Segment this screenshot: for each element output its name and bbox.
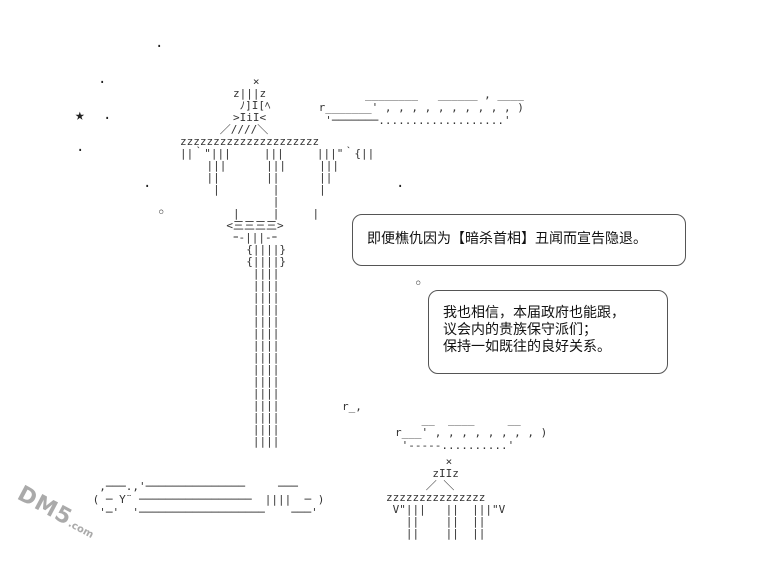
- dot: ·: [76, 143, 85, 159]
- speech-line: 即便樵仇因为【暗杀首相】丑闻而宣告隐退。: [367, 231, 647, 247]
- dot: ·: [155, 39, 164, 55]
- dot: ◦: [157, 205, 166, 221]
- small-speech-bubble: ,───.,'─────────────── ─── ( ─ Y¨ ──────…: [92, 480, 325, 519]
- speech-line: 我也相信，本届政府也能跟，: [443, 305, 625, 321]
- dot: ·: [143, 179, 152, 195]
- speech-bubble-2: 我也相信，本届政府也能跟， 议会内的贵族保守派们； 保持一如既往的良好关系。: [428, 290, 668, 374]
- small-speech-bubble: r_, __ ____ __ r___' ‚ ‚ ‚ ‚ ‚ ‚ ‚ ‚ ) '…: [342, 400, 548, 452]
- speech-bubble-1: 即便樵仇因为【暗杀首相】丑闻而宣告隐退。: [352, 214, 686, 266]
- speech-line: 议会内的贵族保守派们；: [443, 322, 597, 338]
- dot: ◦: [414, 276, 423, 292]
- small-speech-bubble: ________ ______ ‚ ____ r_______' ‚ ‚ ‚ ‚…: [318, 88, 524, 127]
- speech-line: 保持一如既往的良好关系。: [443, 339, 611, 355]
- ascii-figure-small: × zIIz ／ ＼ zzzzzzzzzzzzzzz V"||| || |||"…: [386, 455, 506, 540]
- ascii-figure-tall: × z|||z ﾉ]I[ﾍ >IiI< ／////＼ zzzzzzzzzzzzz…: [180, 75, 375, 448]
- dot: ·: [396, 179, 405, 195]
- dot: ·: [98, 75, 107, 91]
- watermark-suffix: .com: [66, 518, 96, 541]
- star-icon: ★: [75, 105, 85, 124]
- dot: ·: [103, 111, 112, 127]
